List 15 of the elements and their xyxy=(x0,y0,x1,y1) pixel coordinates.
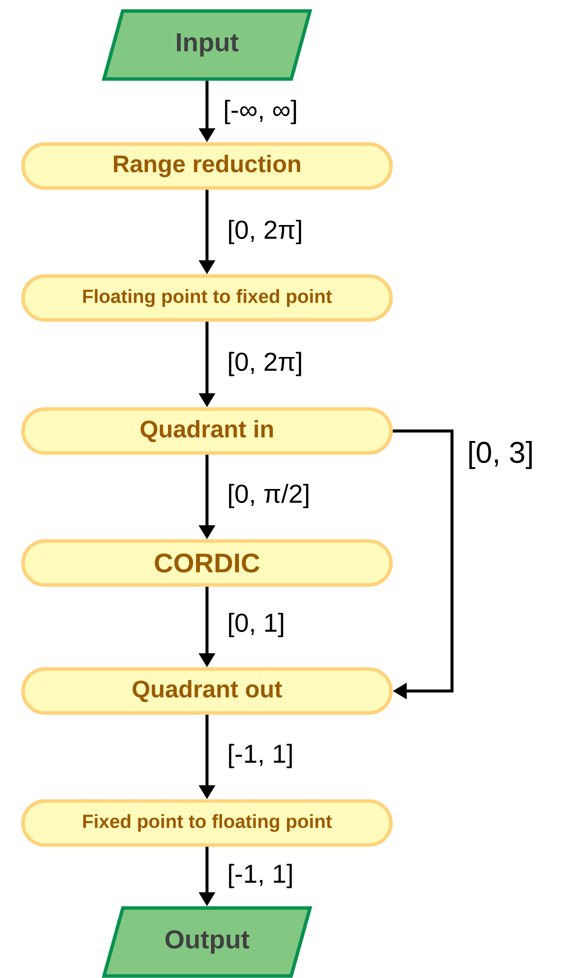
edge-label: [0, 2π] xyxy=(226,218,304,246)
process-box: Quadrant out xyxy=(21,667,393,715)
process-box: Range reduction xyxy=(21,142,393,190)
edge-label: [0, 3] xyxy=(466,440,535,470)
process-box: CORDIC xyxy=(21,539,393,587)
edge-label: [0, 2π] xyxy=(226,350,304,378)
edge-label: [-1, 1] xyxy=(226,862,295,890)
edge-label: [0, 1] xyxy=(226,612,286,638)
edge-label: [-1, 1] xyxy=(226,742,295,770)
arrow xyxy=(392,430,454,700)
process-box: Floating point to fixed point xyxy=(21,274,393,322)
edge-label: [0, π/2] xyxy=(226,482,312,510)
process-box: Quadrant in xyxy=(21,407,393,455)
edge-label: [-∞, ∞] xyxy=(222,98,299,126)
process-box: Fixed point to floating point xyxy=(21,799,393,847)
